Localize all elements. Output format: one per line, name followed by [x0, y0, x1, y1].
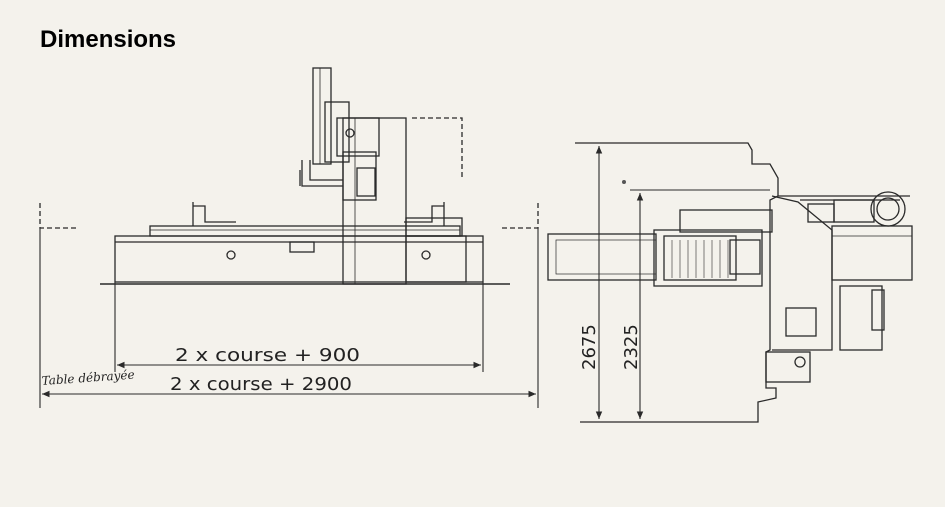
left-end-stop — [39, 203, 78, 229]
side-column — [771, 195, 833, 351]
head-envelope — [412, 117, 463, 178]
label-height-overall: 2675 — [579, 324, 600, 370]
label-height-inner: 2325 — [621, 324, 642, 370]
label-table-note: Table débrayée — [41, 368, 135, 388]
spindle-head — [336, 117, 380, 157]
side-view-dimensions — [580, 142, 770, 423]
side-pulley — [870, 191, 906, 227]
side-right-extension — [831, 225, 913, 281]
page-title: Dimensions — [40, 26, 177, 53]
bed-hole-left — [226, 250, 236, 260]
side-body-outline — [575, 142, 779, 423]
label-table-width: 2 x course + 900 — [175, 345, 360, 366]
work-table — [149, 225, 461, 237]
label-total-width: 2 x course + 2900 — [170, 374, 352, 395]
vertical-slide — [312, 67, 332, 165]
paper-speck — [622, 180, 626, 184]
front-view-dimensions — [39, 228, 539, 408]
left-fixture — [192, 202, 236, 226]
front-view — [39, 67, 539, 285]
machine-column — [342, 117, 407, 285]
side-view — [547, 142, 913, 423]
bed-hole-right — [421, 250, 431, 260]
side-slide — [653, 229, 763, 287]
right-fixture — [404, 202, 445, 226]
right-end-stop — [500, 203, 539, 229]
